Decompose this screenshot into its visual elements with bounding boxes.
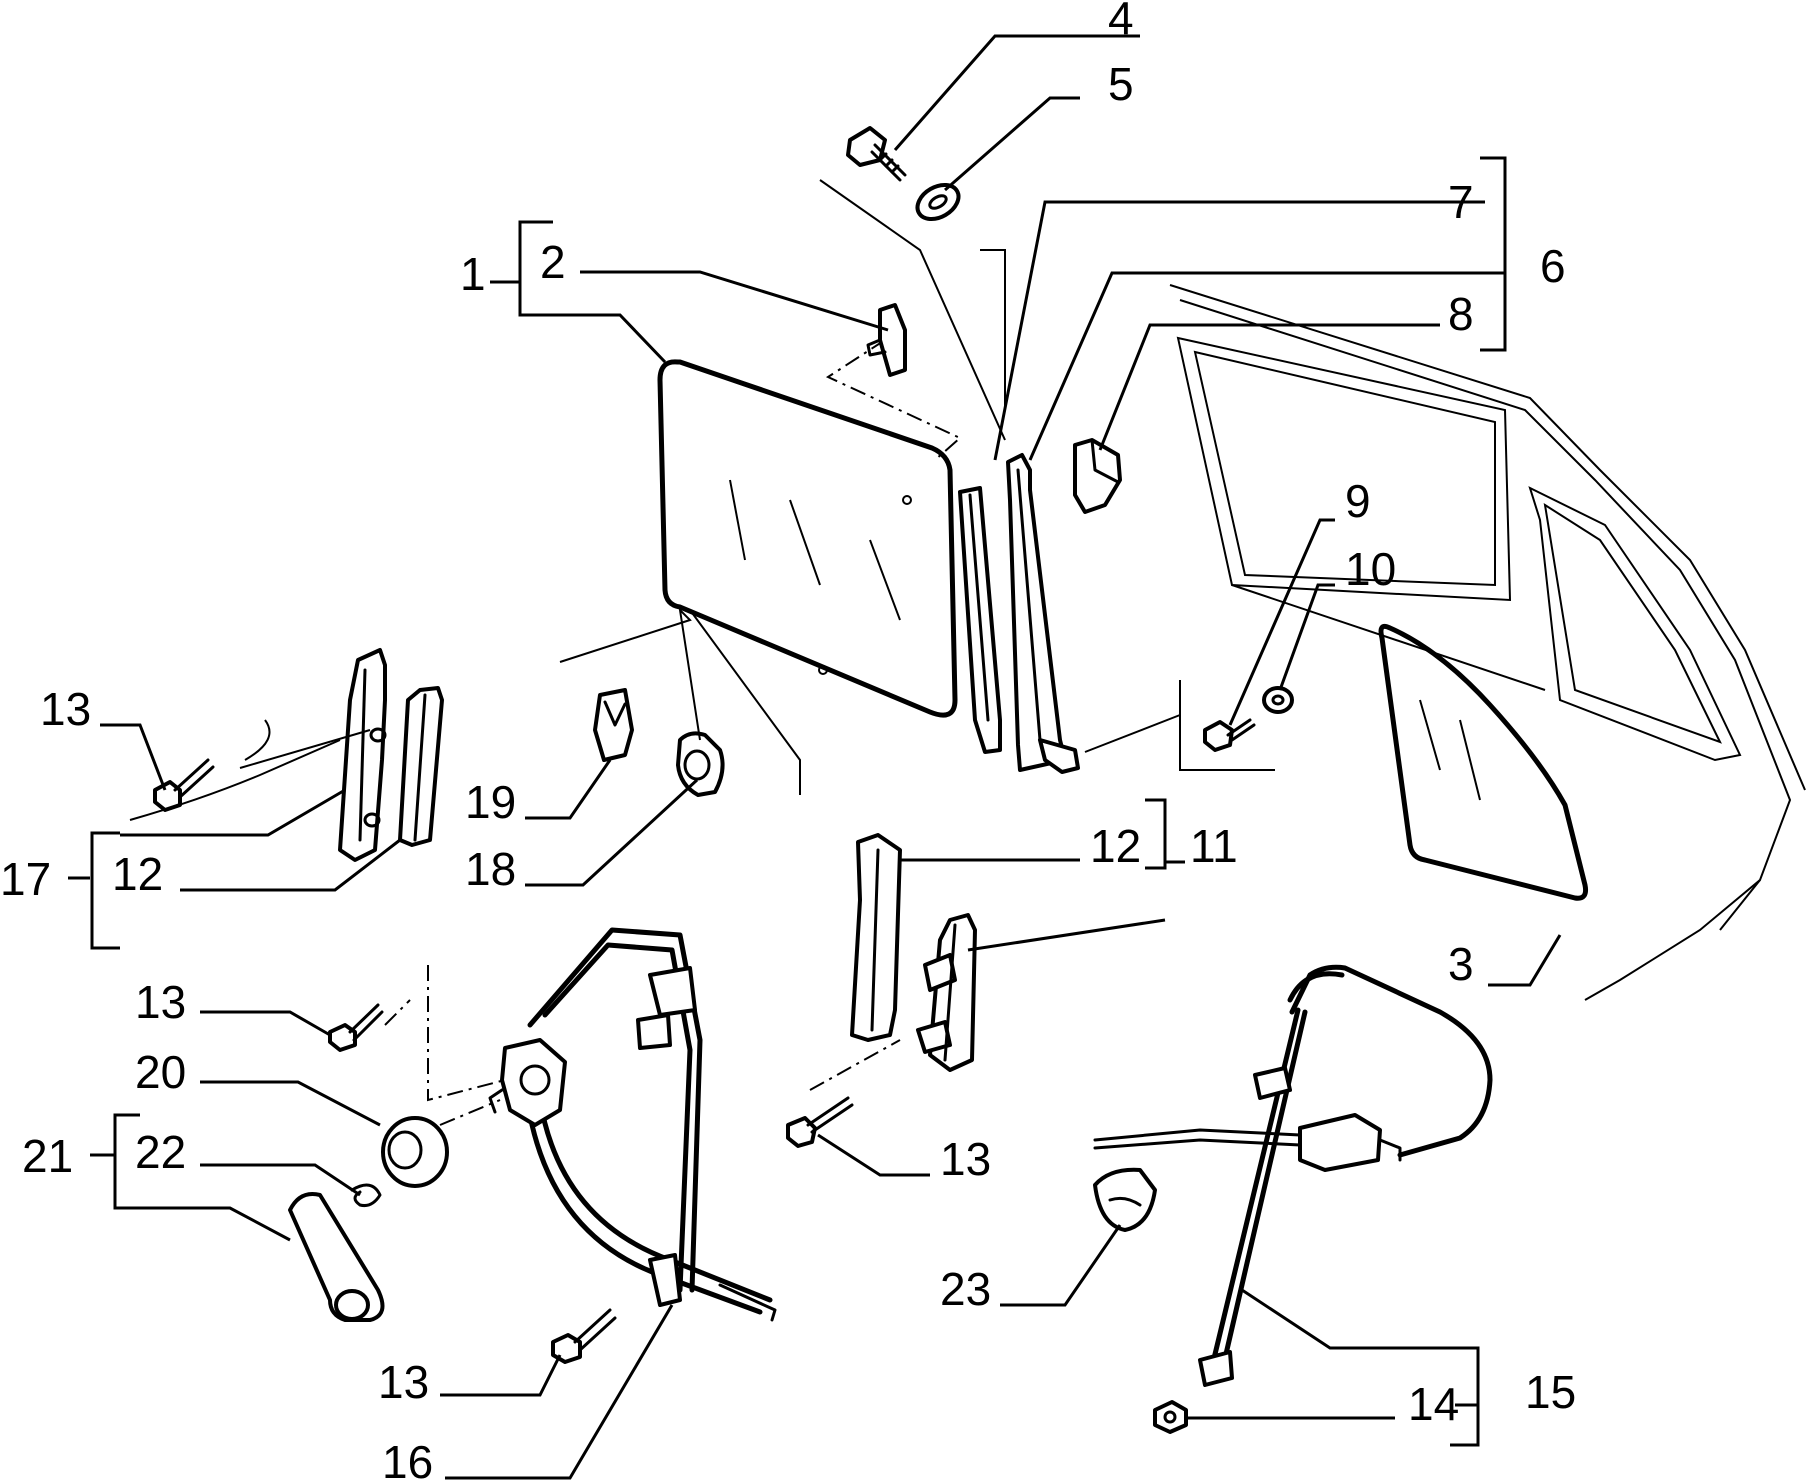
callout-13-mid-left: 13 (135, 976, 186, 1028)
rear-guide-rail (1006, 453, 1080, 774)
callout-13-right: 13 (940, 1133, 991, 1185)
callout-14: 18 (465, 843, 516, 895)
callout-3: 3 (1448, 938, 1474, 990)
screw (1203, 718, 1256, 752)
callout-8: 8 (1448, 288, 1474, 340)
callout-6: 6 (1540, 240, 1566, 292)
bolt-mid-left (328, 1003, 384, 1052)
nut (1153, 1400, 1188, 1434)
callout-17: 20 (135, 1046, 186, 1098)
callout-21: 15 (1525, 1366, 1576, 1418)
power-window-regulator (1093, 964, 1493, 1387)
door-glass (657, 359, 958, 718)
bolt-top-left (153, 758, 215, 812)
door-clip (593, 688, 634, 762)
guide-block (1073, 438, 1122, 514)
rear-guide-bracket (916, 913, 977, 1072)
callout-19: 22 (135, 1126, 186, 1178)
window-crank-handle (288, 1192, 385, 1322)
handle-bush (381, 1116, 449, 1188)
cable-clamp (1093, 1167, 1157, 1232)
callout-18: 21 (22, 1130, 73, 1182)
car-body-outline (1169, 284, 1806, 1001)
callout-20: 16 (382, 1436, 433, 1480)
callout-1: 1 (460, 248, 486, 300)
callout-10: 10 (1345, 543, 1396, 595)
callout-22: 14 (1408, 1378, 1459, 1430)
manual-window-regulator (488, 927, 777, 1322)
front-guide-seal (398, 686, 444, 847)
glass-clip (866, 303, 907, 377)
callout-12-right: 12 (1090, 820, 1141, 872)
callout-16: 17 (0, 853, 51, 905)
quarter-glass (1378, 623, 1588, 901)
callout-7: 7 (1448, 176, 1474, 228)
bolt-bottom (551, 1308, 617, 1364)
callout-5: 5 (1108, 58, 1134, 110)
callout-15: 19 (465, 776, 516, 828)
washer (915, 182, 961, 222)
callout-9: 9 (1345, 475, 1371, 527)
front-guide-rail (338, 648, 387, 862)
rear-guide-seal (850, 833, 902, 1042)
callout-4: 4 (1108, 0, 1134, 44)
small-washer (1262, 686, 1294, 714)
callout-13-top-left: 13 (40, 683, 91, 735)
rubber-grommet (676, 731, 725, 797)
retaining-spring (350, 1183, 382, 1207)
callout-2: 2 (540, 236, 566, 288)
bolt-center (786, 1096, 854, 1148)
callout-23: 23 (940, 1263, 991, 1315)
callout-12-left: 12 (112, 848, 163, 900)
callout-13-bottom: 13 (378, 1356, 429, 1408)
glass-run-channel (958, 486, 1002, 754)
bolt (846, 126, 907, 182)
callout-11: 11 (1190, 820, 1238, 872)
leader-lines (68, 34, 1562, 1480)
